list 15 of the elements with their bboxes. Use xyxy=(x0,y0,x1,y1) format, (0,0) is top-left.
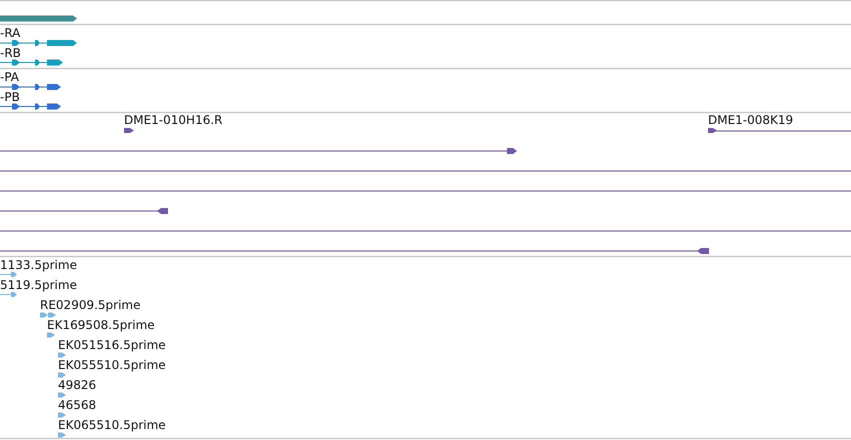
feature-label: -RB xyxy=(0,46,21,60)
feature-label: -PB xyxy=(0,90,20,104)
feature-label: EK055510.5prime xyxy=(58,358,166,372)
feature-label: 1133.5prime xyxy=(0,258,77,272)
feature-label: RE02909.5prime xyxy=(40,298,140,312)
feature-label: 46568 xyxy=(58,398,96,412)
feature-label: DME1-010H16.R xyxy=(124,113,222,127)
feature-label: 49826 xyxy=(58,378,96,392)
feature-label: EK051516.5prime xyxy=(58,338,166,352)
feature-label: EK065510.5prime xyxy=(58,418,166,432)
feature-label: -RA xyxy=(0,26,20,40)
feature-label: 5119.5prime xyxy=(0,278,77,292)
feature-label: DME1-008K19 xyxy=(708,113,794,127)
feature-label: -PA xyxy=(0,70,20,84)
feature-label: EK169508.5prime xyxy=(47,318,155,332)
